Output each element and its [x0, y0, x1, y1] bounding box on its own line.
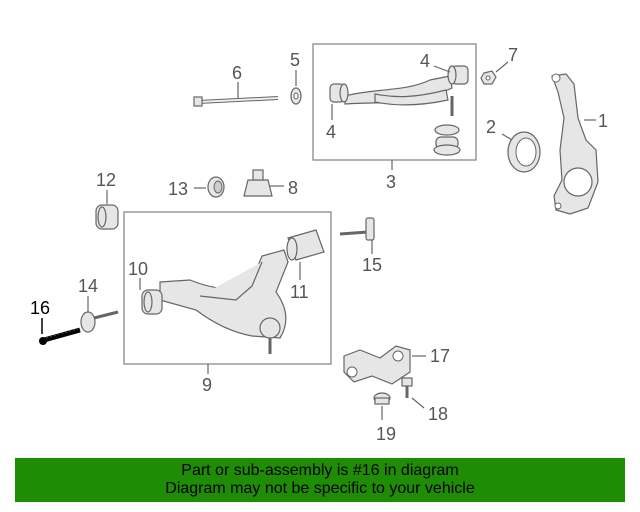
callout-12: 12 [96, 170, 116, 190]
part-10-bushing[interactable] [141, 289, 163, 315]
part-13-cushion[interactable] [207, 176, 225, 198]
callout-14: 14 [78, 276, 98, 296]
upper-control-arm[interactable] [344, 75, 454, 116]
part-1-knuckle[interactable] [551, 73, 599, 215]
callout-15: 15 [362, 255, 382, 275]
part-12-bushing[interactable] [95, 204, 119, 230]
part-5-washer[interactable] [290, 87, 302, 105]
callout-18: 18 [428, 404, 448, 424]
callout-16: 16 [30, 298, 50, 318]
part-6-bolt[interactable] [193, 96, 279, 107]
callout-17: 17 [430, 346, 450, 366]
part-14-cam[interactable] [80, 310, 119, 333]
part-17-bracket[interactable] [343, 345, 411, 385]
callout-10: 10 [128, 259, 148, 279]
banner-line-1: Part or sub-assembly is #16 in diagram [181, 462, 459, 479]
callout-5: 5 [290, 50, 300, 70]
callout-9: 9 [202, 375, 212, 395]
callout-4-right: 4 [420, 51, 430, 71]
part-7-nut[interactable] [480, 70, 497, 85]
part-8-bumper[interactable] [243, 169, 273, 197]
callout-6: 6 [232, 63, 242, 83]
callout-13: 13 [168, 179, 188, 199]
part-19-nut[interactable] [373, 392, 391, 405]
callout-1: 1 [598, 111, 608, 131]
part-11-bushing[interactable] [286, 229, 325, 261]
part-15-bolt[interactable] [339, 217, 375, 241]
callout-2: 2 [486, 117, 496, 137]
part-2-seal[interactable] [507, 131, 541, 173]
parts-diagram: 1 2 3 4 4 5 6 7 8 9 10 11 12 13 14 15 16… [30, 43, 608, 444]
callout-4-left: 4 [326, 122, 336, 142]
callout-7: 7 [508, 45, 518, 65]
lower-arm-group-box [123, 211, 332, 365]
lower-control-arm[interactable] [159, 249, 289, 354]
banner-line-2: Diagram may not be specific to your vehi… [165, 480, 475, 497]
part-18-bolt[interactable] [401, 377, 413, 398]
info-banner: Part or sub-assembly is #16 in diagram D… [15, 458, 625, 502]
callout-3: 3 [386, 172, 396, 192]
callout-19: 19 [376, 424, 396, 444]
upper-arm-group-box [312, 43, 477, 161]
part-16-bolt-highlighted[interactable] [39, 327, 81, 345]
callout-8: 8 [288, 178, 298, 198]
upper-ball-joint-parts[interactable] [433, 124, 461, 156]
callout-11: 11 [290, 282, 309, 302]
part-4-bushing-left[interactable] [329, 83, 349, 103]
part-4-bushing-right[interactable] [447, 65, 469, 85]
